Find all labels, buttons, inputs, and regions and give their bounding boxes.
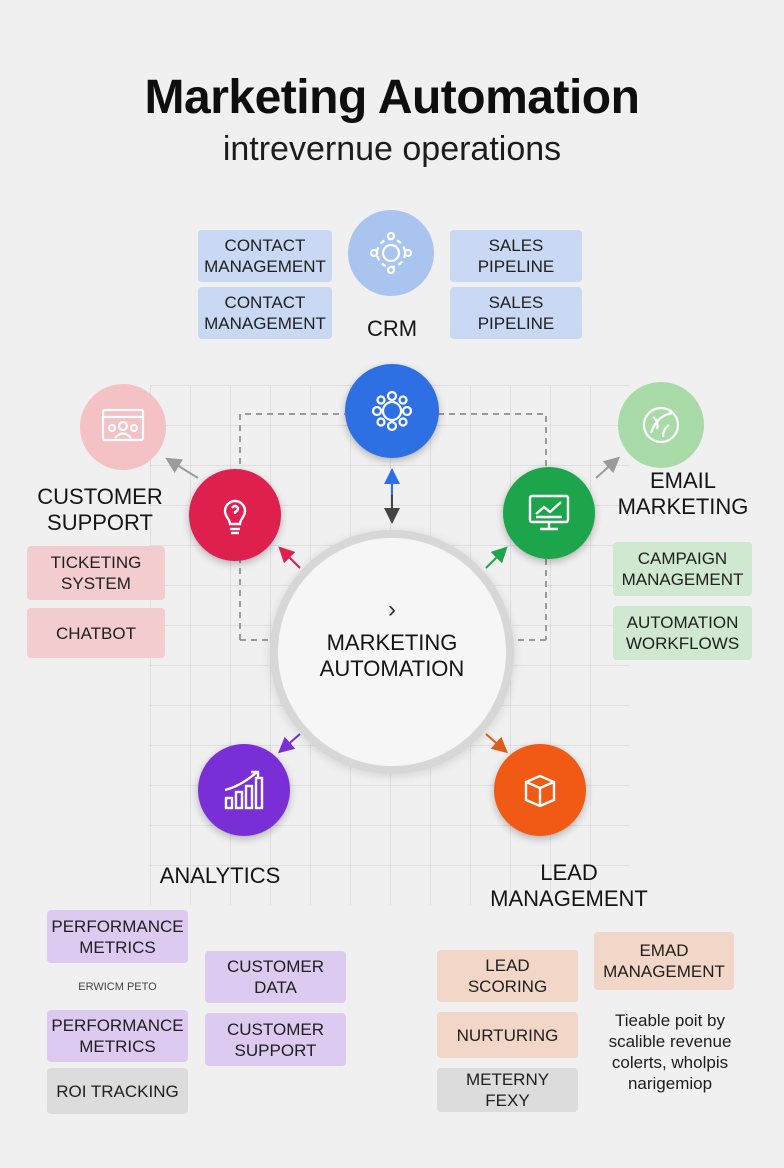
support-node — [189, 469, 281, 561]
monitor-chart-icon — [527, 493, 571, 533]
support-top-node — [80, 384, 166, 470]
email-workflows-box: AUTOMATION WORKFLOWS — [613, 606, 752, 660]
email-top-node — [618, 382, 704, 468]
crm-top-node — [348, 210, 434, 296]
growth-chart-icon — [221, 768, 267, 812]
chevron-right-icon: › — [388, 596, 396, 623]
page-subtitle: intrevernue operations — [222, 130, 562, 168]
analytics-small-text: ERWICM PETO — [78, 981, 157, 993]
analytics-performance-box-1: PERFORMANCE METRICS — [47, 910, 188, 963]
gear-network-icon — [368, 230, 414, 276]
support-chatbot-box: CHATBOT — [27, 608, 165, 658]
lead-label: LEAD MANAGEMENT — [490, 860, 648, 911]
email-node — [503, 467, 595, 559]
box-icon — [520, 770, 560, 810]
email-label: EMAIL MARKETING — [617, 468, 749, 519]
lead-scoring-box: LEAD SCORING — [437, 950, 578, 1002]
team-screen-icon — [100, 407, 146, 447]
analytics-performance-box-2: PERFORMANCE METRICS — [47, 1010, 188, 1062]
analytics-node — [198, 744, 290, 836]
gear-network-icon — [368, 387, 416, 435]
lead-metric-box: METERNY FEXY — [437, 1068, 578, 1112]
analytics-label: ANALYTICS — [159, 863, 281, 888]
help-bulb-icon — [215, 493, 255, 537]
email-campaign-box: CAMPAIGN MANAGEMENT — [613, 542, 752, 596]
analytics-customer-data-box: CUSTOMER DATA — [205, 951, 346, 1003]
lead-emad-box: EMAD MANAGEMENT — [594, 932, 734, 990]
lead-note-text: Tieable poit by scalible revenue colerts… — [608, 1011, 732, 1093]
support-ticketing-box: TICKETING SYSTEM — [27, 546, 165, 600]
crm-label: CRM — [366, 316, 418, 341]
support-label: CUSTOMER SUPPORT — [37, 484, 163, 535]
crm-contact-box-2: CONTACT MANAGEMENT — [198, 287, 332, 339]
crm-contact-box-1: CONTACT MANAGEMENT — [198, 230, 332, 282]
crm-sales-box-2: SALES PIPELINE — [450, 287, 582, 339]
crm-sales-box-1: SALES PIPELINE — [450, 230, 582, 282]
crm-node — [345, 364, 439, 458]
lead-nurturing-box: NURTURING — [437, 1012, 578, 1058]
lead-node — [494, 744, 586, 836]
page-title: Marketing Automation — [144, 71, 640, 124]
analytics-roi-box: ROI TRACKING — [47, 1068, 188, 1114]
center-hub — [270, 530, 514, 774]
leaf-globe-icon — [639, 403, 683, 447]
center-label: MARKETING AUTOMATION — [319, 630, 465, 681]
analytics-customer-support-box: CUSTOMER SUPPORT — [205, 1013, 346, 1066]
